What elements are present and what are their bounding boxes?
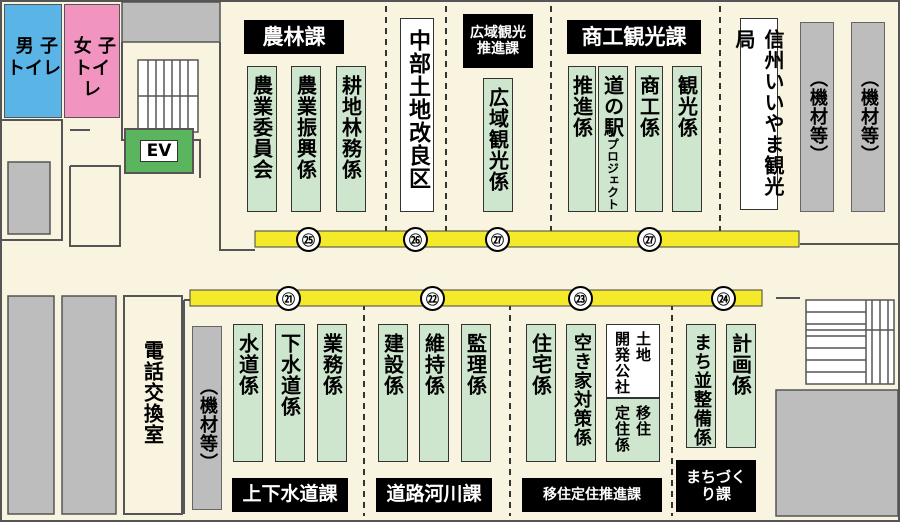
marker-25: ㉕ [296,227,321,252]
phone-room-label: 電話交換室 [140,340,165,445]
womens-toilet-label: 女 子 トイレ [73,36,116,101]
marker-27a: ㉗ [485,227,510,252]
stairs-top-treads [138,60,198,132]
desk-iji: 維持係 [419,324,449,462]
marker-21: ㉑ [276,286,301,311]
desk-suidou: 水道係 [233,324,263,462]
desk-michinoeki-label-1: 道の駅 [600,75,625,138]
header-dourokasen: 道路河川課 [376,478,492,512]
womens-toilet [64,4,120,118]
dividers-top [385,6,721,232]
mens-toilet [4,4,62,118]
desk-ijuu-teijuu: 移住 定住係 [606,398,660,462]
desk-shoukou: 商工係 [635,66,663,212]
header-shoukou: 商工観光課 [567,20,701,54]
marker-23: ㉓ [568,286,593,311]
desk-ijuu-label-1: 移住 [634,405,652,437]
marker-24: ㉔ [711,286,736,311]
desk-kouiki-kankou: 広域観光係 [483,78,513,212]
desk-michinoeki: 道の駅 プロジェクト [598,66,628,212]
marker-27b: ㉗ [637,227,662,252]
wall-block [121,1,221,43]
header-kouiki: 広域観光推進課 [463,14,533,68]
desk-kouchi-rinmu: 耕地林務係 [336,66,366,212]
stairs-bottom-treads [806,300,894,384]
elevator-label: EV [139,140,179,162]
corridor-bar-bottom [189,289,763,307]
desk-suishin: 推進係 [568,66,596,212]
desk-chubu-tochi: 中部土地改良区 [400,18,434,212]
desk-shinshu-iiyama: 信州いいやま観光局 [732,18,785,210]
marker-22: ㉒ [420,286,445,311]
elevator: EV [124,128,194,174]
marker-26: ㉖ [403,227,428,252]
desk-tochi-label-1: 土地 [634,331,652,363]
equipment-top-2: （機材等） [851,22,885,212]
desk-ijuu-label-2: 定住係 [613,405,631,453]
header-nourin: 農林課 [244,20,344,54]
desk-gyoumu: 業務係 [317,324,347,462]
corridor-bar-top [254,230,800,248]
desk-kanri: 監理係 [461,324,491,462]
desk-akiya: 空き家対策係 [566,324,596,462]
desk-nougyou-shinkou: 農業振興係 [291,66,321,212]
desk-juutaku: 住宅係 [526,324,556,462]
desk-kensetsu: 建設係 [378,324,408,462]
desk-machi-seibi: まち並整備係 [686,324,716,448]
desk-michinoeki-label-2: プロジェクト [605,138,620,210]
desk-tochi-kaihatsu: 土地 開発公社 [606,324,660,398]
header-machizukuri: まちづくり課 [676,460,756,512]
mens-toilet-label: 男 子 トイレ [7,36,61,79]
equipment-bottom: （機材等） [192,326,222,510]
dividers-bottom [363,304,673,516]
desk-kankou: 観光係 [672,66,702,212]
header-ijuu: 移住定住推進課 [522,478,662,512]
desk-nougyou-iinkai: 農業委員会 [247,66,277,212]
desk-gesuidou: 下水道係 [275,324,305,462]
header-jougesuidou: 上下水道課 [232,478,348,512]
equipment-top-1: （機材等） [800,22,834,212]
desk-keikaku: 計画係 [726,324,756,448]
desk-tochi-label-2: 開発公社 [613,331,631,395]
